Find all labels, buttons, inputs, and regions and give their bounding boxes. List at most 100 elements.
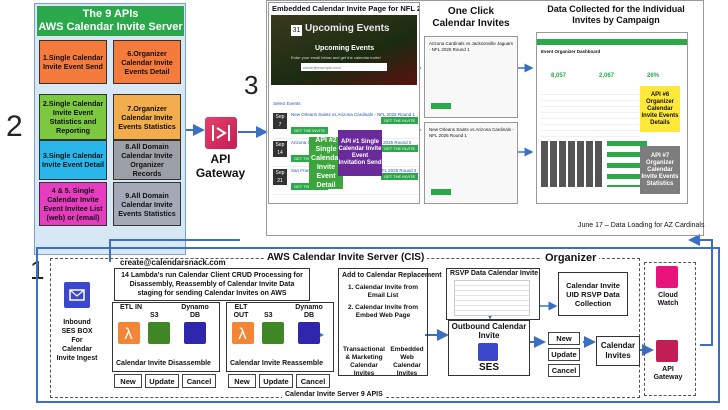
lambda-description: 14 Lambda’s run Calendar Client CRUD Pro…	[114, 268, 310, 301]
calendar-badge-icon: 31	[291, 25, 302, 36]
api-box-7: 4 & 5. Single Calendar Invite Event Invi…	[39, 182, 107, 226]
cis-email: create@calendarsnack.com	[120, 258, 226, 267]
event-title: New Orleans Saints vs Arizona Cardinals …	[291, 112, 415, 117]
cis-frame	[36, 247, 720, 403]
cis-title: AWS Calendar Invite Server (CIS)	[264, 252, 428, 263]
organizer-label: Organizer	[542, 252, 600, 264]
s3-icon-2	[262, 322, 284, 344]
invite-2-button[interactable]	[431, 189, 451, 195]
cancel-button-3[interactable]: Cancel	[548, 364, 580, 377]
invite-1-button[interactable]	[431, 103, 451, 109]
invite-2-title: New Orleans Saints vs Arizona Cardinals …	[429, 127, 514, 138]
get-invite-button-right[interactable]: GET THE INVITE	[381, 117, 419, 124]
transactional-label: Transactional & Marketing Calendar Invit…	[343, 346, 385, 377]
event-day: 14	[277, 150, 283, 156]
api1-callout: API #1 Single Calendar Invite Event Invi…	[338, 130, 382, 176]
cancel-button-1[interactable]: Cancel	[182, 374, 216, 388]
banner-subtitle: Upcoming Events	[315, 45, 375, 52]
email-input[interactable]	[301, 63, 387, 71]
etl-in-label: ETL IN	[120, 304, 143, 311]
step-number-2: 2	[6, 110, 23, 143]
invite-shot-1: Arizona Cardinals vs Jacksonville Jaguar…	[424, 36, 518, 118]
outbound-box	[448, 320, 530, 376]
section-label: Select Events	[273, 101, 301, 106]
stat-1: 8,057	[551, 73, 567, 79]
api2-callout: API #2 Single Calendar Invite Event Deta…	[309, 137, 343, 189]
api7-callout: API #7 Organizer Calendar Invite Events …	[640, 146, 680, 194]
calendar-invites-box: Calendar Invites	[596, 336, 640, 366]
reassemble-box	[226, 302, 334, 372]
apis-panel: The 9 APIs AWS Calendar Invite Server 1.…	[34, 3, 186, 255]
apis-panel-subtitle: AWS Calendar Invite Server	[38, 21, 183, 33]
screens-frame	[266, 0, 704, 236]
new-button-2[interactable]: New	[228, 374, 256, 388]
replacement-2: 2. Calendar Invite from Embed Web Page	[347, 304, 419, 319]
lambda-icon-2: λ	[232, 322, 254, 344]
ses-label: SES	[478, 362, 499, 373]
update-button-3[interactable]: Update	[548, 348, 580, 361]
cancel-button-2[interactable]: Cancel	[296, 374, 330, 388]
embedded-page-screenshot: Embedded Calendar Invite Page for NFL 20…	[268, 2, 420, 204]
invite-shot-2: New Orleans Saints vs Arizona Cardinals …	[424, 122, 518, 204]
replacement-title: Add to Calendar Replacement	[342, 272, 442, 279]
banner-title: Upcoming Events	[305, 23, 390, 34]
api-box-2: 6.Organizer Calendar Invite Events Detai…	[113, 40, 181, 84]
rsvp-thumbnail	[454, 280, 530, 316]
api-box-5: 3.Single Calendar Invite Event Detail	[39, 140, 107, 180]
dynamo-label-2: Dynamo DB	[295, 304, 323, 319]
s3-icon-1	[148, 322, 170, 344]
cloudwatch-label: Cloud Watch	[657, 292, 679, 307]
dynamodb-icon-1	[184, 322, 206, 344]
disassemble-box	[112, 302, 220, 372]
api-gateway-icon	[205, 117, 237, 149]
dynamodb-icon-2	[298, 322, 320, 344]
new-button-3[interactable]: New	[548, 332, 580, 345]
invite-1-title: Arizona Cardinals vs Jacksonville Jaguar…	[429, 41, 514, 52]
embedded-page-title: Embedded Calendar Invite Page for NFL 20…	[272, 4, 420, 13]
app-name: calendar snack	[543, 48, 574, 53]
event-day: 7	[278, 122, 282, 128]
api-gateway-icon-small	[656, 340, 678, 362]
api-gateway-small-label: API Gateway	[653, 366, 683, 381]
api-gateway-label: API Gateway	[195, 152, 246, 180]
new-button-1[interactable]: New	[114, 374, 142, 388]
api6-callout: API #6 Organizer Calendar Invite Events …	[640, 86, 680, 132]
calendar-mini	[541, 141, 603, 187]
caption: June 17 – Data Loading for AZ Cardinals	[578, 222, 705, 229]
ses-outbound-icon	[478, 343, 498, 361]
banner-prompt: Enter your email below and get the calen…	[291, 55, 381, 60]
s3-label-1: S3	[150, 312, 159, 319]
dashboard-title: Event Organizer Dashboard	[541, 49, 601, 54]
api-box-3: 2.Single Calendar Invite Event Statistic…	[39, 94, 107, 140]
one-click-title: One Click Calendar Invites	[432, 6, 510, 29]
embedded-banner: 31 Upcoming Events Upcoming Events Enter…	[271, 15, 417, 85]
event-month: Sep	[275, 114, 285, 120]
event-month: Sep	[275, 142, 285, 148]
data-collected-title: Data Collected for the Individual Invite…	[547, 4, 685, 25]
step-number-3: 3	[244, 70, 259, 100]
lambda-icon-1: λ	[118, 322, 140, 344]
event-date: Sep 14	[273, 141, 287, 157]
inbound-label: Inbound SES BOX For Calendar Invite Inge…	[56, 319, 98, 362]
apis-panel-title: The 9 APIs	[82, 8, 139, 20]
outbound-label: Outbound Calendar Invite	[451, 322, 527, 340]
api-box-6: 8.All Domain Calendar Invite Organizer R…	[113, 140, 181, 180]
ses-inbound-icon	[64, 282, 90, 308]
get-invite-button-right[interactable]: GET THE INVITE	[381, 173, 419, 180]
stats-table	[541, 89, 639, 137]
dynamo-label-1: Dynamo DB	[181, 304, 209, 319]
get-invite-button[interactable]: GET THE INVITE	[291, 127, 329, 134]
replacement-1: 1. Calendar Invite from Email List	[347, 284, 419, 299]
replacement-box	[338, 268, 428, 376]
update-button-1[interactable]: Update	[145, 374, 179, 388]
apis-panel-header: The 9 APIs AWS Calendar Invite Server	[37, 6, 184, 36]
s3-label-2: S3	[264, 312, 273, 319]
get-invite-button-right[interactable]: GET THE INVITE	[381, 145, 419, 152]
update-button-2[interactable]: Update	[259, 374, 293, 388]
rsvp-title: RSVP Data Calendar Invite	[450, 270, 539, 277]
stat-3: 26%	[647, 73, 660, 79]
event-day: 21	[277, 178, 283, 184]
stat-2: 2,067	[599, 73, 615, 79]
api-box-4: 7.Organizer Calendar Invite Events Stati…	[113, 94, 181, 140]
